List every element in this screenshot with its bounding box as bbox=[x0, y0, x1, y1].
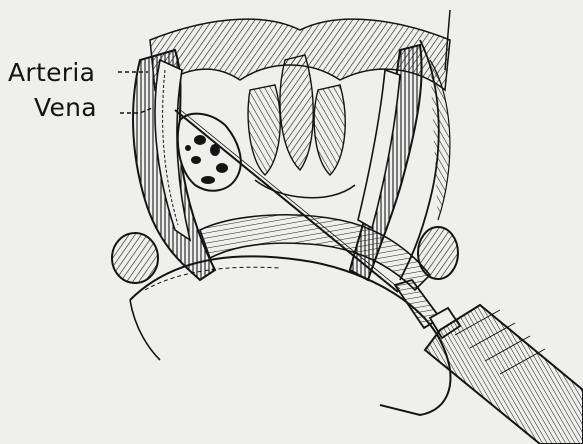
arteria-label: Arteria bbox=[8, 60, 95, 85]
left-round-body bbox=[112, 233, 158, 283]
right-round-body bbox=[418, 227, 458, 279]
vena-label: Vena bbox=[34, 95, 97, 120]
